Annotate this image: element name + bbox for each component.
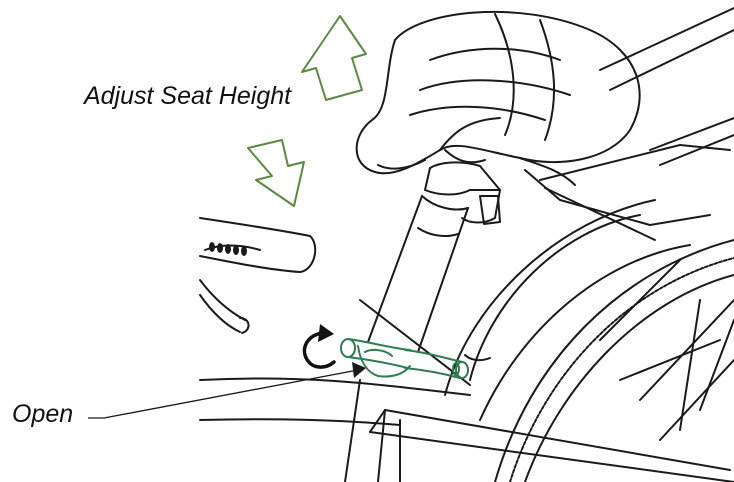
- seat-post: [367, 195, 469, 353]
- adjust-seat-height-label: Adjust Seat Height: [84, 82, 292, 110]
- rotate-arrow-icon: [302, 324, 336, 369]
- rear-rack: [539, 7, 734, 181]
- saddle-clamp: [424, 161, 711, 241]
- grip-studs: [209, 242, 247, 256]
- open-leader-arrowhead: [352, 362, 366, 378]
- rear-wheel: [494, 239, 734, 482]
- down-arrow-icon: [247, 139, 305, 207]
- up-arrow-icon: [301, 15, 367, 101]
- frame-tubes: [199, 299, 734, 482]
- open-leader-line: [88, 369, 359, 419]
- seat-clamp-lever: [340, 338, 469, 379]
- open-label: Open: [12, 400, 74, 428]
- handlebar-grip: [199, 217, 317, 334]
- rear-fender: [444, 199, 691, 421]
- saddle: [355, 10, 641, 186]
